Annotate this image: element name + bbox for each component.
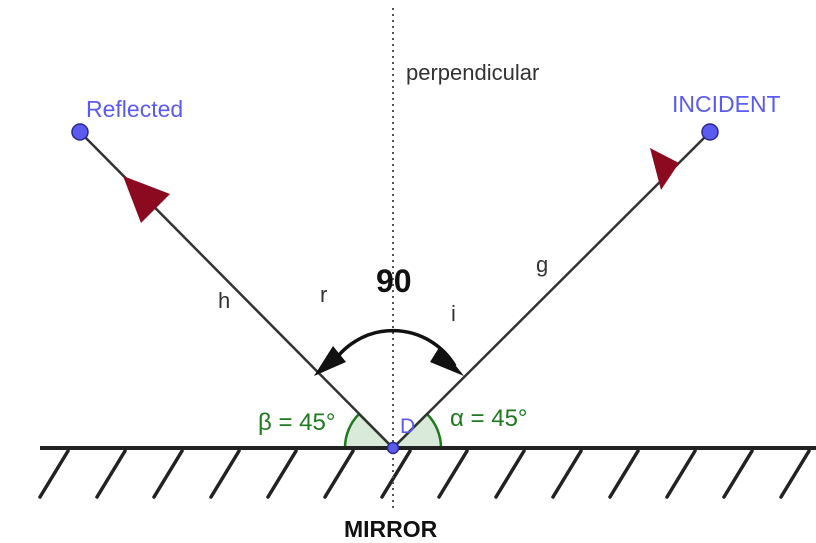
angle-value-label: 90: [376, 263, 412, 299]
beta-angle-sector: [343, 412, 397, 450]
reflected-point: [71, 123, 89, 141]
angle-i-label: i: [451, 301, 456, 326]
point-d-label: D: [400, 415, 415, 438]
angle-r-label: r: [320, 282, 327, 307]
incident-point: [701, 123, 719, 141]
ray-h-label: h: [218, 288, 230, 313]
arc-right-arrowhead-icon: [430, 346, 464, 376]
mirror-hatching: [38, 449, 811, 499]
perpendicular-label: perpendicular: [406, 60, 539, 85]
reflected-label: Reflected: [86, 96, 183, 122]
point-d: [386, 441, 400, 455]
mirror-label: MIRROR: [344, 516, 438, 542]
beta-label: β = 45°: [258, 409, 335, 436]
incident-arrow-icon: [650, 148, 679, 190]
ray-g-label: g: [536, 252, 548, 277]
arc-left-arrowhead-icon: [314, 346, 346, 376]
alpha-label: α = 45°: [450, 405, 528, 432]
reflected-arrow-icon: [123, 176, 170, 223]
incident-ray: [392, 131, 711, 449]
incident-label: INCIDENT: [672, 91, 781, 117]
